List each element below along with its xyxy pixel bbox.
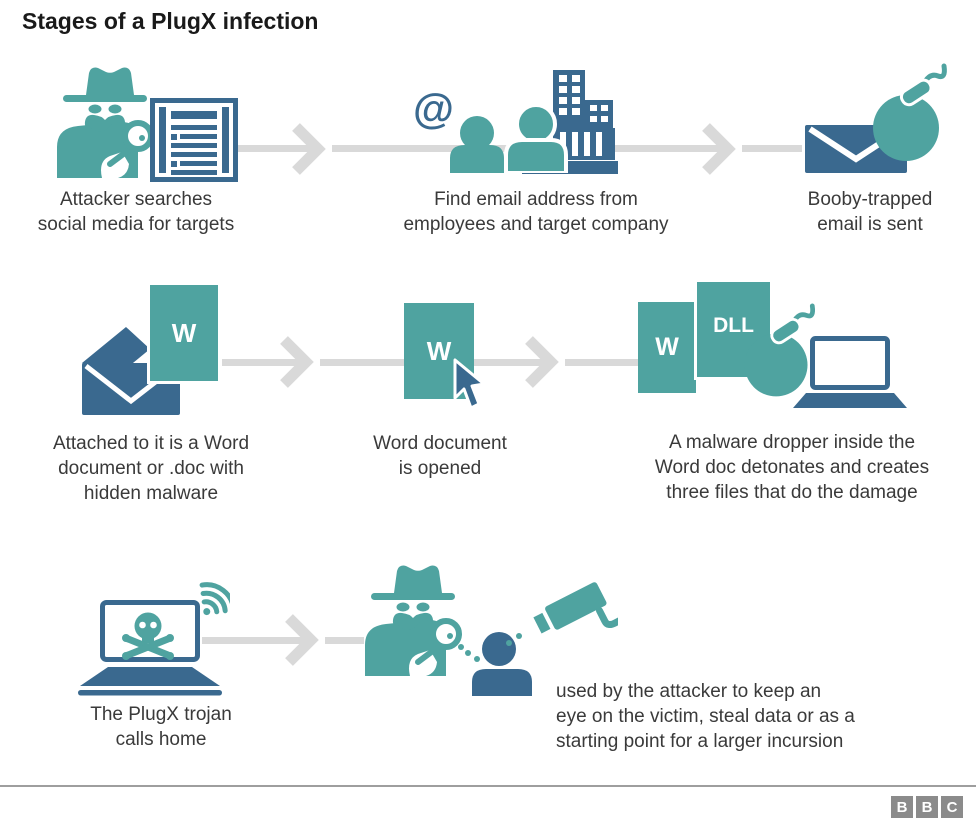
cursor-icon bbox=[453, 358, 486, 410]
stage5-caption: Word document is opened bbox=[340, 431, 540, 481]
laptop-icon bbox=[793, 336, 907, 408]
arrow-chevron-icon bbox=[285, 614, 325, 666]
stage4-caption: Attached to it is a Word document or .do… bbox=[22, 431, 280, 506]
caption-line: eye on the victim, steal data or as a bbox=[556, 706, 855, 727]
word-doc-label: W bbox=[171, 317, 197, 348]
flow-line-row3 bbox=[202, 637, 364, 644]
bomb-icon bbox=[744, 303, 816, 397]
stage8-caption: used by the attacker to keep an eye on t… bbox=[556, 679, 966, 754]
bbc-logo-block: B bbox=[916, 796, 938, 818]
caption-line: Attacker searches bbox=[59, 189, 213, 210]
word-document-icon: W bbox=[147, 282, 221, 384]
stage7-caption: The PlugX trojan calls home bbox=[57, 702, 265, 752]
spy-magnifier-icon bbox=[57, 67, 163, 178]
caption-line: Find email address from bbox=[434, 189, 638, 210]
caption-line: used by the attacker to keep an bbox=[556, 681, 822, 702]
dll-file-label: DLL bbox=[713, 314, 754, 337]
spy-magnifier-icon bbox=[365, 565, 471, 676]
dotted-trail-icon bbox=[516, 633, 522, 639]
bbc-logo: B B C bbox=[891, 796, 963, 818]
caption-line: A malware dropper inside the bbox=[668, 432, 916, 453]
people-icon bbox=[450, 103, 568, 173]
dotted-trail-icon bbox=[506, 640, 512, 646]
caption-line: The PlugX trojan bbox=[90, 704, 232, 725]
caption-line: Booby-trapped bbox=[807, 189, 933, 210]
caption-line: Word document bbox=[373, 433, 507, 454]
bbc-logo-block: B bbox=[891, 796, 913, 818]
caption-line: hidden malware bbox=[83, 483, 219, 504]
caption-line: three files that do the damage bbox=[666, 482, 918, 503]
word-doc-label: W bbox=[426, 335, 452, 366]
caption-line: starting point for a larger incursion bbox=[556, 731, 844, 752]
caption-line: Attached to it is a Word bbox=[52, 433, 250, 454]
caption-line: social media for targets bbox=[37, 214, 235, 235]
bbc-logo-block: C bbox=[941, 796, 963, 818]
stage6-caption: A malware dropper inside the Word doc de… bbox=[622, 430, 962, 505]
arrow-chevron-icon bbox=[280, 336, 320, 388]
wifi-signal-icon bbox=[199, 582, 230, 616]
bomb-icon bbox=[873, 63, 947, 161]
arrow-chevron-icon bbox=[702, 123, 742, 175]
news-document-icon bbox=[150, 98, 238, 182]
caption-line: Word doc detonates and creates bbox=[654, 457, 930, 478]
stage1-caption: Attacker searches social media for targe… bbox=[14, 187, 258, 237]
arrow-chevron-icon bbox=[525, 336, 565, 388]
word-doc-label: W bbox=[655, 333, 679, 361]
caption-line: employees and target company bbox=[403, 214, 669, 235]
page-title: Stages of a PlugX infection bbox=[22, 8, 319, 34]
arrow-chevron-icon bbox=[292, 123, 332, 175]
skull-icon bbox=[122, 612, 174, 660]
stage2-caption: Find email address from employees and ta… bbox=[366, 187, 706, 237]
dotted-trail-icon bbox=[474, 656, 480, 662]
caption-line: is opened bbox=[398, 458, 482, 479]
surveillance-camera-icon bbox=[533, 582, 618, 634]
caption-line: document or .doc with bbox=[58, 458, 244, 479]
caption-line: email is sent bbox=[817, 214, 923, 235]
at-symbol: @ bbox=[413, 85, 454, 132]
stage3-caption: Booby-trapped email is sent bbox=[774, 187, 966, 237]
footer-divider bbox=[0, 785, 976, 787]
infected-laptop-icon bbox=[78, 582, 230, 696]
caption-line: calls home bbox=[115, 729, 207, 750]
word-document-icon: W bbox=[638, 302, 696, 393]
